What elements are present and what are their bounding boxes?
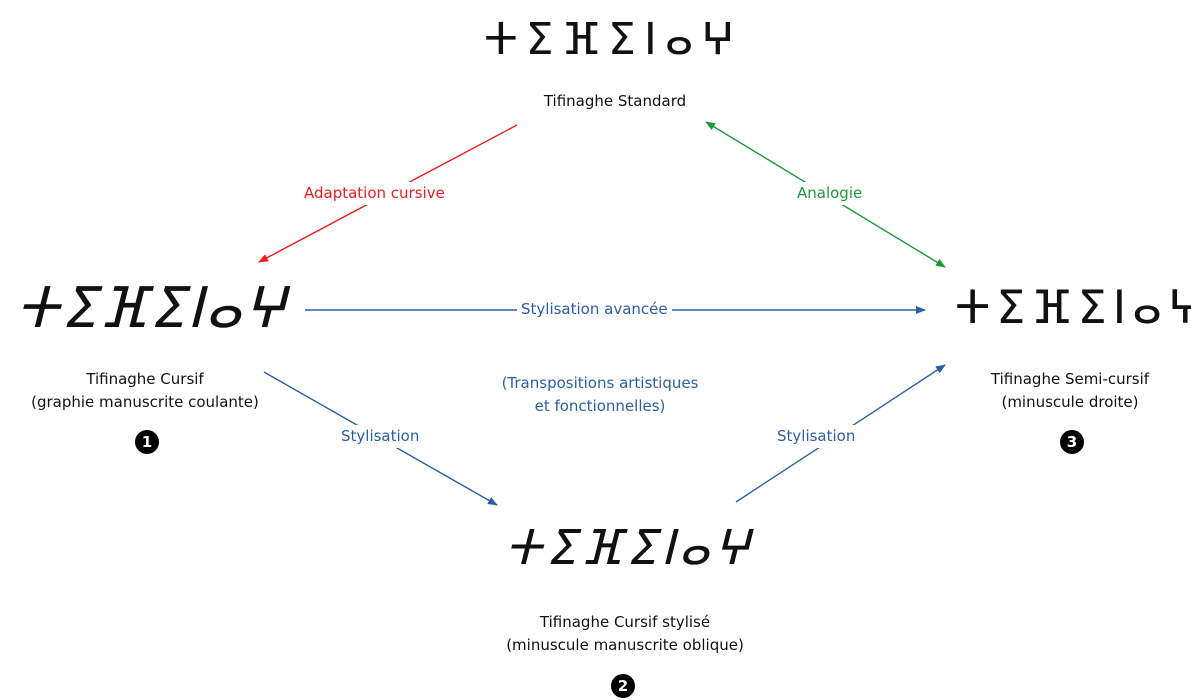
stylized-label-line1: Tifinaghe Cursif stylisé <box>539 613 711 631</box>
cursive-label-line2: (graphie manuscrite coulante) <box>31 393 259 411</box>
edge-label-stylisation-right: Stylisation <box>773 425 860 448</box>
edge-label-adaptation: Adaptation cursive <box>300 182 449 205</box>
badge-1: 1 <box>135 430 159 454</box>
badge-2: 2 <box>611 674 635 698</box>
stylized-label-line2: (minuscule manuscrite oblique) <box>506 636 744 654</box>
edge-label-stylisation-avancee: Stylisation avancée <box>517 298 672 321</box>
stylized-label: Tifinaghe Cursif stylisé (minuscule manu… <box>465 611 785 657</box>
semi-cursive-label-line1: Tifinaghe Semi-cursif <box>990 370 1150 388</box>
center-note-line1: (Transpositions artistiques <box>501 374 699 392</box>
semi-cursive-label: Tifinaghe Semi-cursif (minuscule droite) <box>950 368 1190 414</box>
badge-3: 3 <box>1060 430 1084 454</box>
semi-cursive-label-line2: (minuscule droite) <box>1001 393 1139 411</box>
stylized-glyphs: ⵜⵉⴼⵉⵏⴰⵖ <box>505 520 754 576</box>
standard-label: Tifinaghe Standard <box>543 92 687 110</box>
center-note-line2: et fonctionnelles) <box>534 397 666 415</box>
center-note: (Transpositions artistiques et fonctionn… <box>470 372 730 418</box>
semi-cursive-glyphs: ⵜⵉⴼⵉⵏⴰⵖ <box>955 280 1191 334</box>
edge-label-stylisation-left: Stylisation <box>337 425 424 448</box>
standard-glyphs: ⵜⵉⴼⵉⵏⴰⵖ <box>484 14 743 65</box>
cursive-glyphs: ⵜⵉⴼⵉⵏⴰⵖ <box>16 276 288 341</box>
cursive-label: Tifinaghe Cursif (graphie manuscrite cou… <box>0 368 290 414</box>
edge-label-analogie: Analogie <box>793 182 867 205</box>
cursive-label-line1: Tifinaghe Cursif <box>86 370 204 388</box>
